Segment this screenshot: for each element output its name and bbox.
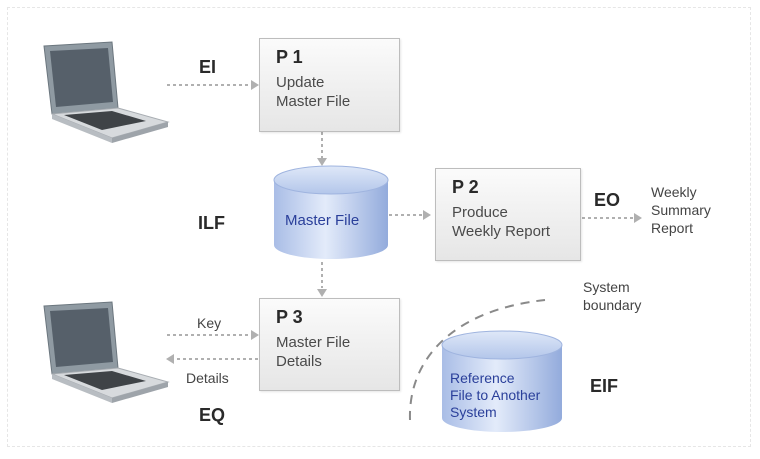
eo-label: EO: [594, 190, 621, 210]
p1-to-master-arrowhead: [317, 158, 327, 166]
eif-label: EIF: [590, 376, 619, 396]
ilf-label: ILF: [198, 213, 225, 233]
key-label: Key: [197, 315, 222, 331]
details-label: Details: [186, 370, 229, 386]
laptop-icon: [43, 41, 170, 143]
process-p2: P 2 Produce Weekly Report: [435, 168, 581, 261]
process-p2-id: P 2: [452, 177, 479, 197]
system-boundary-arc: [408, 299, 546, 421]
process-p3-id: P 3: [276, 307, 303, 327]
process-p2-name: Produce Weekly Report: [452, 204, 551, 240]
process-p3: P 3 Master File Details: [259, 298, 400, 391]
master-file-cylinder: [273, 165, 389, 259]
process-p1: P 1 Update Master File: [259, 38, 400, 132]
laptop-icon: [43, 301, 170, 403]
key-arrowhead: [251, 330, 259, 340]
process-p1-name: Update Master File: [276, 74, 351, 110]
process-p3-name: Master File Details: [276, 334, 351, 370]
reference-file-label: Reference File to Another System: [450, 370, 541, 420]
ei-label: EI: [199, 57, 217, 77]
ei-arrowhead: [251, 80, 259, 90]
details-arrowhead: [166, 354, 174, 364]
eq-label: EQ: [199, 405, 226, 425]
weekly-summary-report-label: Weekly Summary Report: [651, 184, 711, 236]
master-file-label: Master File: [285, 212, 360, 229]
process-p1-id: P 1: [276, 47, 303, 67]
eo-arrowhead: [634, 213, 642, 223]
master-to-p2-arrowhead: [423, 210, 431, 220]
master-to-p3-arrowhead: [317, 289, 327, 297]
diagram-frame: [7, 7, 751, 447]
system-boundary-label: System boundary: [583, 279, 642, 313]
reference-file-cylinder: [441, 330, 563, 432]
